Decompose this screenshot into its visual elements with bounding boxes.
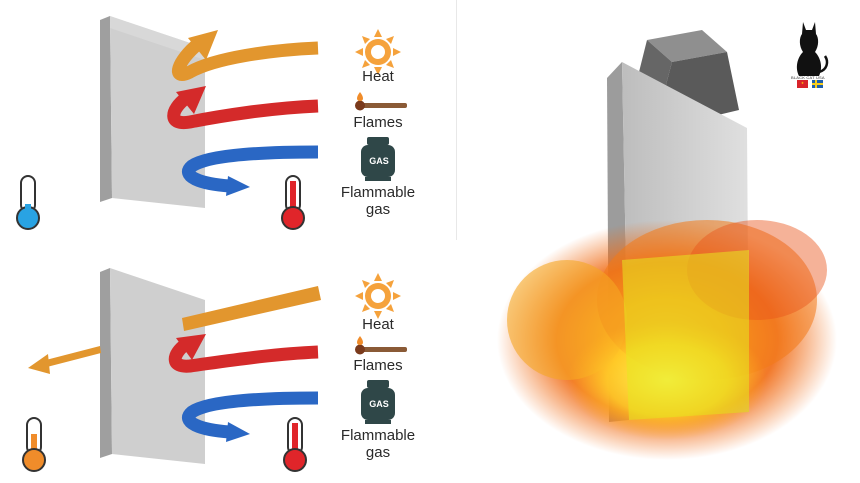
gas-cylinder-icon: GAS xyxy=(361,137,395,181)
logo-caption: BLACK CAT USA xyxy=(791,75,825,80)
heat-label: Heat xyxy=(362,68,394,85)
gas-cylinder-label: GAS xyxy=(369,399,389,409)
heat-label: Heat xyxy=(362,316,394,333)
sweden-flag-icon xyxy=(812,80,823,88)
flammable-gas-label-line1: Flammable xyxy=(340,184,416,201)
heat-arrow xyxy=(28,286,321,374)
gas-arrow xyxy=(181,391,319,442)
match-icon xyxy=(355,336,407,355)
flames-label: Flames xyxy=(353,114,403,131)
standard-wall-diagram: GAS Heat Flames Flammable gas xyxy=(0,258,456,483)
match-icon xyxy=(355,92,407,111)
flammable-gas-label-line2: gas xyxy=(365,201,391,218)
warm-thermometer-icon xyxy=(22,417,46,472)
bottom-diagram-graphic: GAS xyxy=(22,268,407,472)
sun-icon xyxy=(355,273,401,319)
gas-arrow xyxy=(181,145,319,196)
hot-thermometer-icon xyxy=(283,417,307,472)
flammable-gas-label-line1: Flammable xyxy=(340,427,416,444)
black-cat-logo xyxy=(796,22,829,76)
flame-arrow xyxy=(167,86,319,130)
fire-flames xyxy=(497,220,837,460)
heat-arrow xyxy=(172,30,319,81)
vietnam-flag-icon xyxy=(797,80,808,88)
fire-test-graphic xyxy=(497,22,837,460)
cold-thermometer-icon xyxy=(16,175,40,230)
hot-thermometer-icon xyxy=(281,175,305,230)
flames-label: Flames xyxy=(353,357,403,374)
flame-arrow xyxy=(168,334,319,373)
fire-resistant-wall-diagram: GAS Heat Flames Flammable gas xyxy=(0,0,457,240)
gas-cylinder-icon: GAS xyxy=(361,380,395,424)
top-diagram-graphic: GAS xyxy=(16,16,407,230)
flammable-gas-label-line2: gas xyxy=(365,444,391,461)
fire-test-illustration: BLACK CAT USA xyxy=(457,0,860,483)
gas-cylinder-label: GAS xyxy=(369,156,389,166)
wall-panel xyxy=(100,268,205,464)
sun-icon xyxy=(355,29,401,75)
